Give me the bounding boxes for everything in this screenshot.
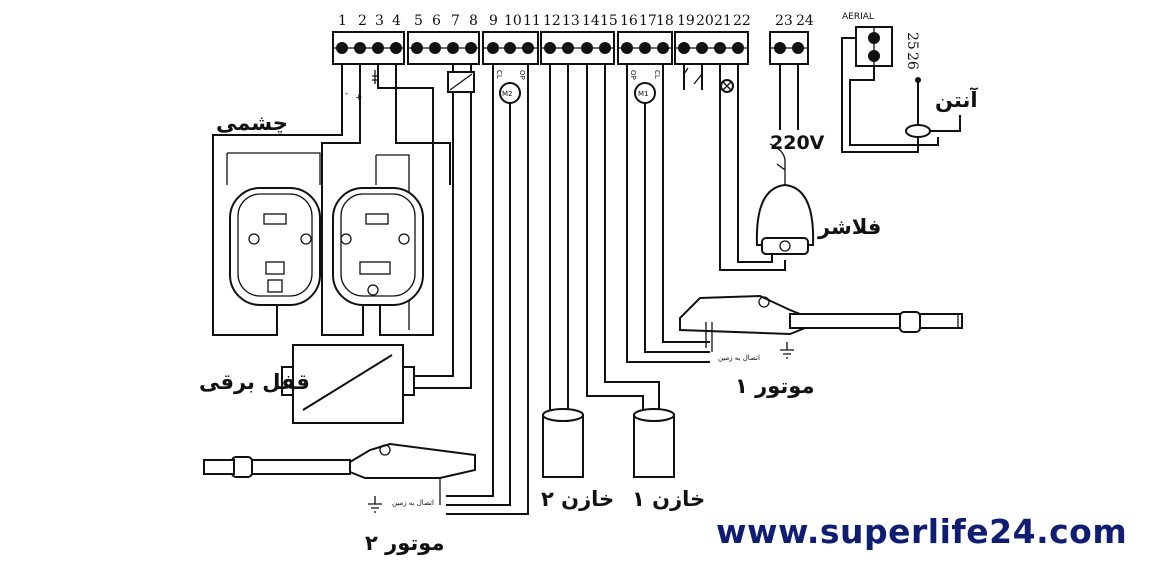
terminal-number-24: 24 xyxy=(796,13,814,29)
photocell-1 xyxy=(229,187,321,306)
terminal-number-12: 12 xyxy=(543,13,561,29)
aerial-header: AERIAL xyxy=(842,12,874,22)
motor1-symbol-label: M1 xyxy=(638,90,649,98)
motor2-cl-label: CL xyxy=(495,70,503,79)
terminal-block-23-24 xyxy=(769,31,809,65)
motor2-label: موتور ۲ xyxy=(365,531,444,555)
relay-contact-symbol xyxy=(683,67,703,85)
terminal-block-16-18 xyxy=(617,31,673,65)
terminal-number-6: 6 xyxy=(432,13,441,29)
terminal-block-aerial xyxy=(855,26,893,67)
nc-contact-symbol xyxy=(372,70,378,84)
photocell-label: چشمی xyxy=(216,111,288,135)
capacitor-1 xyxy=(633,408,675,478)
photocell-plus-label: + xyxy=(355,93,363,103)
motor1-cl-label: CL xyxy=(653,70,661,79)
motor2-op-label: OP xyxy=(518,70,526,80)
motor2-symbol-label: M2 xyxy=(502,90,513,98)
terminal-number-14: 14 xyxy=(582,13,600,29)
terminal-block-5-8 xyxy=(407,31,480,65)
motor1-wiring: M1 OP CL xyxy=(626,64,710,363)
terminal-number-2: 2 xyxy=(358,13,367,29)
terminal-block-12-15 xyxy=(540,31,615,65)
motor-1 xyxy=(679,294,963,359)
electric-lock xyxy=(281,64,475,424)
terminal-block-9-11 xyxy=(482,31,539,65)
terminal-number-7: 7 xyxy=(451,13,460,29)
terminal-numbers: 1 2 3 4 5 6 7 8 9 10 11 12 13 14 15 16 1… xyxy=(338,13,814,29)
terminal-block-1-4 xyxy=(332,31,405,65)
capacitor-1-label: خازن ۱ xyxy=(632,487,705,511)
photocell-minus-label: - xyxy=(345,89,348,99)
terminal-number-4: 4 xyxy=(392,13,401,29)
motor1-label: موتور ۱ xyxy=(735,374,814,398)
terminal-number-22: 22 xyxy=(733,13,751,29)
terminal-number-18: 18 xyxy=(656,13,674,29)
flasher-wiring xyxy=(683,64,786,271)
terminal-number-11: 11 xyxy=(523,13,541,29)
motor1-ground-label: اتصال به زمین xyxy=(718,354,760,362)
terminal-number-3: 3 xyxy=(375,13,384,29)
motor1-op-label: OP xyxy=(629,70,637,80)
photocell-2 xyxy=(332,187,424,306)
terminal-number-20: 20 xyxy=(696,13,714,29)
terminal-number-5: 5 xyxy=(414,13,423,29)
capacitor-2 xyxy=(542,408,584,478)
antenna xyxy=(841,37,961,153)
terminal-number-10: 10 xyxy=(504,13,522,29)
capacitor-2-label: خازن ۲ xyxy=(541,487,614,511)
terminal-number-19: 19 xyxy=(677,13,695,29)
terminal-number-23: 23 xyxy=(775,13,793,29)
antenna-label: آنتن xyxy=(935,87,978,112)
website-watermark: www.superlife24.com xyxy=(716,512,1128,551)
terminal-number-21: 21 xyxy=(714,13,732,29)
terminal-number-8: 8 xyxy=(469,13,478,29)
terminal-number-26: 26 xyxy=(904,52,920,70)
terminal-number-13: 13 xyxy=(562,13,580,29)
terminal-blocks xyxy=(332,26,893,67)
terminal-number-25: 25 xyxy=(904,32,920,50)
motor2-wiring: M2 CL OP xyxy=(446,64,529,515)
electric-lock-label: قفل برقی xyxy=(199,370,310,394)
motor-2 xyxy=(203,442,476,513)
motor2-ground-label: اتصال به زمین xyxy=(392,499,434,507)
capacitor-wiring xyxy=(549,64,660,418)
terminal-number-1: 1 xyxy=(338,13,347,29)
terminal-block-19-22 xyxy=(674,31,749,65)
terminal-number-17: 17 xyxy=(639,13,657,29)
power-wiring xyxy=(779,64,799,130)
flasher-label: فلاشر xyxy=(817,215,881,239)
flasher-lamp xyxy=(755,143,815,255)
terminal-number-16: 16 xyxy=(620,13,638,29)
terminal-number-9: 9 xyxy=(489,13,498,29)
terminal-number-15: 15 xyxy=(600,13,618,29)
voltage-label: 220V xyxy=(770,132,825,154)
